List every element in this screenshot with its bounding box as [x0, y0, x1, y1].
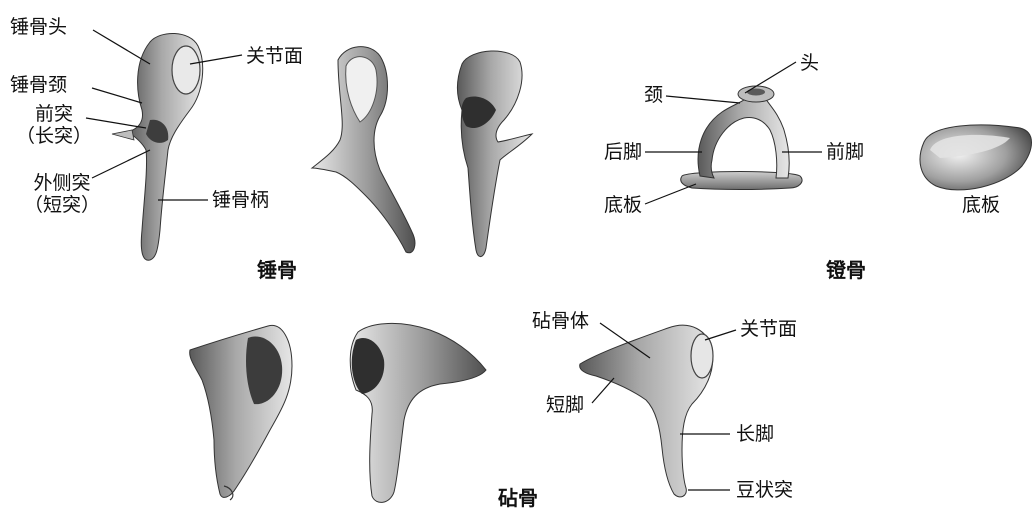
- stapes-labelled-view: [681, 86, 802, 190]
- label-incus-articular-surface: 关节面: [740, 318, 797, 340]
- label-stapes-base-plate: 底板: [604, 194, 642, 216]
- label-incus-body: 砧骨体: [532, 310, 589, 332]
- label-stapes-head: 头: [800, 52, 819, 74]
- stapes-arch: [698, 96, 789, 178]
- label-incus-short-crus: 短脚: [546, 394, 584, 416]
- incus-articular-facet: [691, 334, 713, 378]
- label-stapes-posterior-crus: 后脚: [604, 141, 642, 163]
- label-incus-lenticular-process: 豆状突: [736, 479, 793, 501]
- label-malleus-anterior-process: 前突 （长突）: [4, 103, 104, 147]
- title-stapes: 镫骨: [826, 258, 866, 282]
- malleus-articular-facet: [172, 46, 200, 94]
- incus-view-2: [350, 323, 486, 502]
- incus-view-1: [190, 325, 292, 500]
- label-stapes-base-plate-view: 底板: [962, 194, 1000, 216]
- label-malleus-lateral-process: 外侧突 （短突）: [12, 172, 112, 216]
- label-malleus-neck: 锤骨颈: [10, 74, 67, 96]
- malleus-labelled-view: [112, 33, 203, 260]
- malleus-posterior-view: [458, 51, 533, 257]
- title-malleus: 锤骨: [257, 258, 297, 282]
- malleus-bone-3: [458, 51, 533, 257]
- label-stapes-neck: 颈: [644, 84, 663, 106]
- label-malleus-articular-surface: 关节面: [246, 45, 303, 67]
- title-incus: 砧骨: [498, 486, 538, 510]
- stapes-base-plate-view: [920, 125, 1032, 190]
- incus-labelled-view: [580, 325, 713, 497]
- malleus-medial-view: [312, 47, 415, 253]
- label-stapes-anterior-crus: 前脚: [826, 141, 864, 163]
- label-malleus-handle: 锤骨柄: [212, 189, 269, 211]
- label-malleus-head: 锤骨头: [10, 16, 67, 38]
- label-incus-long-crus: 长脚: [736, 423, 774, 445]
